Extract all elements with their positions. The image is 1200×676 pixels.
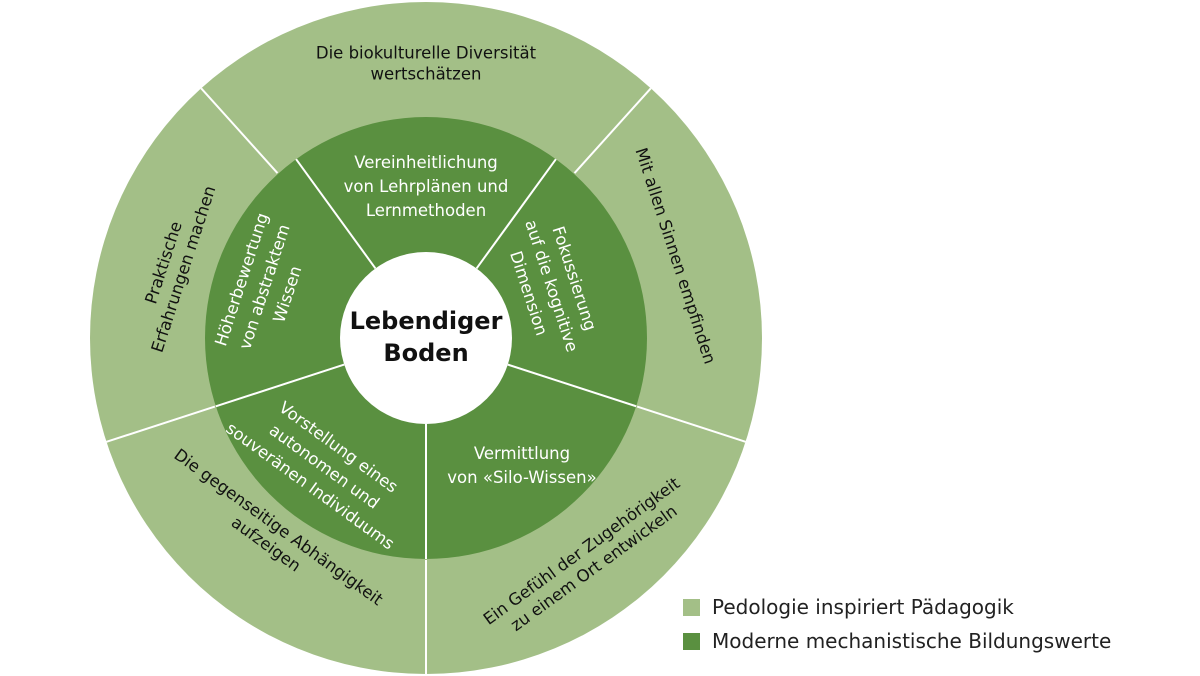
inner-divider xyxy=(507,363,637,408)
legend-label: Moderne mechanistische Bildungswerte xyxy=(712,629,1112,653)
center-label-line: Boden xyxy=(383,339,468,367)
outer-divider xyxy=(636,405,746,443)
legend-swatch xyxy=(683,632,700,650)
legend-item-pedologie: Pedologie inspiriert Pädagogik xyxy=(683,590,1183,624)
outer-divider xyxy=(573,87,652,174)
outer-divider xyxy=(200,87,279,174)
center-label-line: Lebendiger xyxy=(350,307,503,335)
center-disc xyxy=(340,252,512,424)
inner-segment-label-line: Vereinheitlichung xyxy=(354,153,498,172)
inner-divider xyxy=(215,363,345,408)
inner-segment-label-line: von «Silo-Wissen» xyxy=(447,468,596,487)
inner-divider xyxy=(475,158,557,270)
legend-swatch xyxy=(683,598,700,616)
legend-label: Pedologie inspiriert Pädagogik xyxy=(712,595,1014,619)
outer-segment-label-line: wertschätzen xyxy=(371,64,482,83)
legend: Pedologie inspiriert Pädagogik Moderne m… xyxy=(683,590,1183,658)
outer-segment-label-line: Die biokulturelle Diversität xyxy=(316,43,537,62)
inner-divider xyxy=(295,158,377,270)
legend-item-mechanistisch: Moderne mechanistische Bildungswerte xyxy=(683,624,1183,658)
inner-segment-label: Vermittlung von «Silo-Wissen» xyxy=(447,444,596,487)
outer-divider xyxy=(106,405,216,443)
outer-segment-label: Die biokulturelle Diversität wertschätzen xyxy=(316,43,537,83)
inner-segment-label-line: Lernmethoden xyxy=(366,201,486,220)
inner-segment-label-line: von Lehrplänen und xyxy=(344,177,509,196)
inner-segment-label-line: Vermittlung xyxy=(474,444,570,463)
